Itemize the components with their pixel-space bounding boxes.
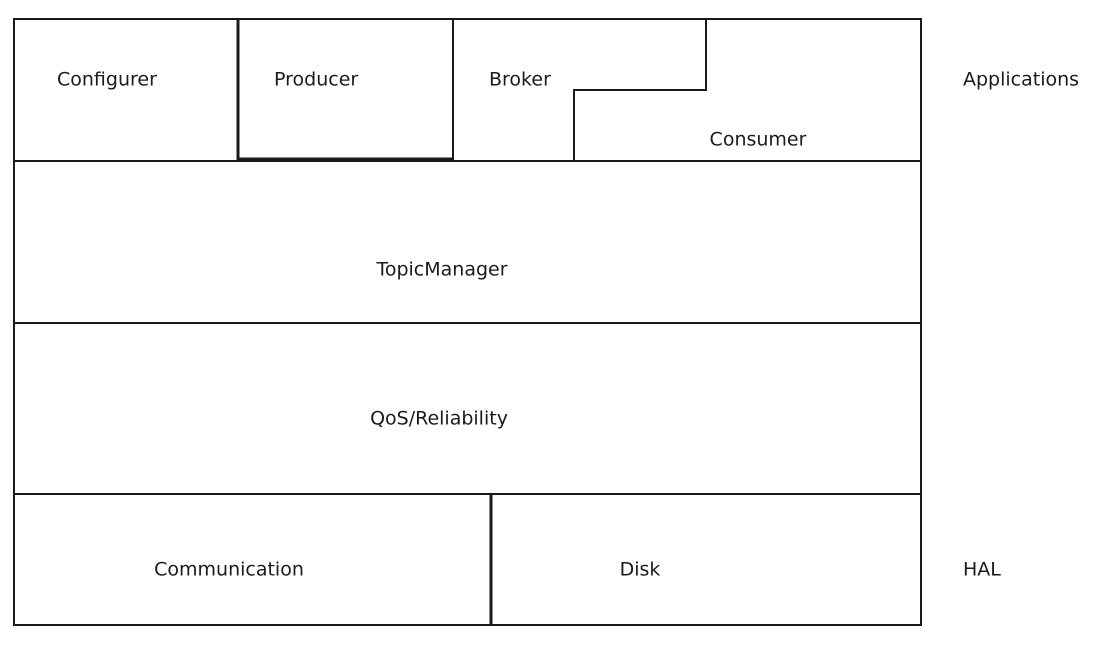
disk-label: Disk (619, 558, 661, 581)
consumer-label: Consumer (709, 128, 807, 151)
communication-label: Communication (154, 558, 304, 581)
topicmanager-label: TopicManager (376, 258, 508, 281)
broker-consumer-boundary (573, 19, 707, 161)
applications-layer-label: Applications (963, 68, 1080, 91)
qos-reliability-label: QoS/Reliability (370, 407, 508, 430)
producer-label: Producer (274, 68, 359, 91)
broker-label: Broker (489, 68, 551, 91)
configurer-label: Configurer (57, 68, 157, 91)
hal-layer-label: HAL (963, 558, 1001, 581)
